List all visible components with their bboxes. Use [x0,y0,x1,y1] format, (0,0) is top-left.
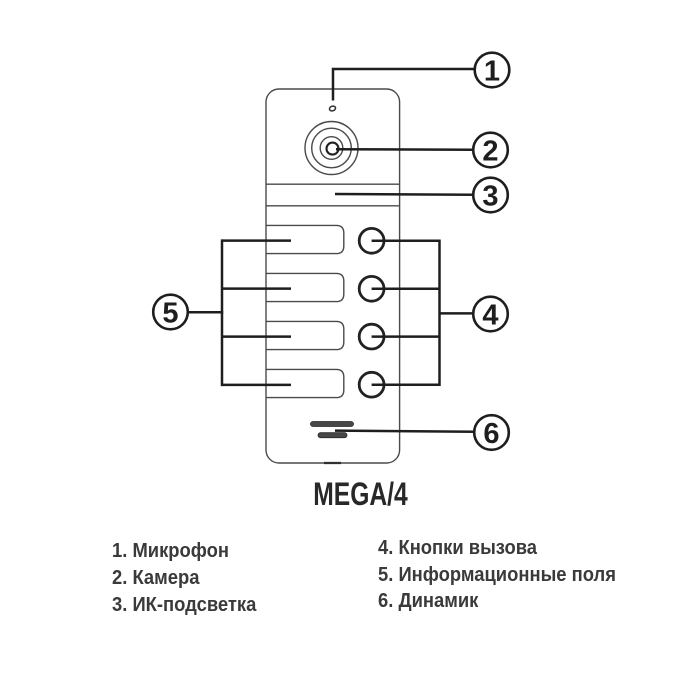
leader-bracket-5 [189,239,291,387]
callout-6: 6 [472,413,511,452]
call-buttons [357,227,386,399]
info-fields [266,224,345,399]
microphone-hole-icon [328,105,337,112]
legend-item-camera: 2. Камера [112,567,200,589]
callout-3-number: 3 [482,180,498,212]
leader-line-1 [331,67,475,101]
callout-4: 4 [471,295,510,333]
callout-5-number: 5 [162,297,178,329]
model-label: MEGA/4 [313,476,408,512]
leader-line-3 [334,192,475,196]
ir-illumination-band [266,183,400,207]
callout-1-number: 1 [484,55,500,87]
info-field-1 [266,224,345,255]
panel-outline [265,88,401,464]
legend-item-ir-illumination: 3. ИК-подсветка [112,594,257,616]
legend-item-microphone: 1. Микрофон [112,540,229,562]
callout-1: 1 [473,51,511,89]
callout-markers: 1 2 3 4 5 6 [151,51,511,452]
camera-lens-icon [304,120,359,176]
panel-front [265,88,401,465]
callout-6-number: 6 [483,418,499,450]
leader-line-6 [334,429,476,433]
legend-item-speaker: 6. Динамик [378,590,479,612]
callout-2: 2 [471,131,510,169]
callout-3: 3 [471,176,510,214]
legend-item-info-fields: 5. Информационные поля [378,564,616,586]
info-field-3 [266,320,345,351]
callout-4-number: 4 [482,299,498,331]
leader-bracket-4 [371,239,474,386]
info-field-2 [266,272,345,303]
leader-lines [189,67,476,433]
info-field-4 [266,368,345,399]
callout-5: 5 [151,293,190,331]
legend-item-call-buttons: 4. Кнопки вызова [378,537,538,559]
callout-2-number: 2 [482,135,498,167]
speaker-icon [310,421,354,439]
